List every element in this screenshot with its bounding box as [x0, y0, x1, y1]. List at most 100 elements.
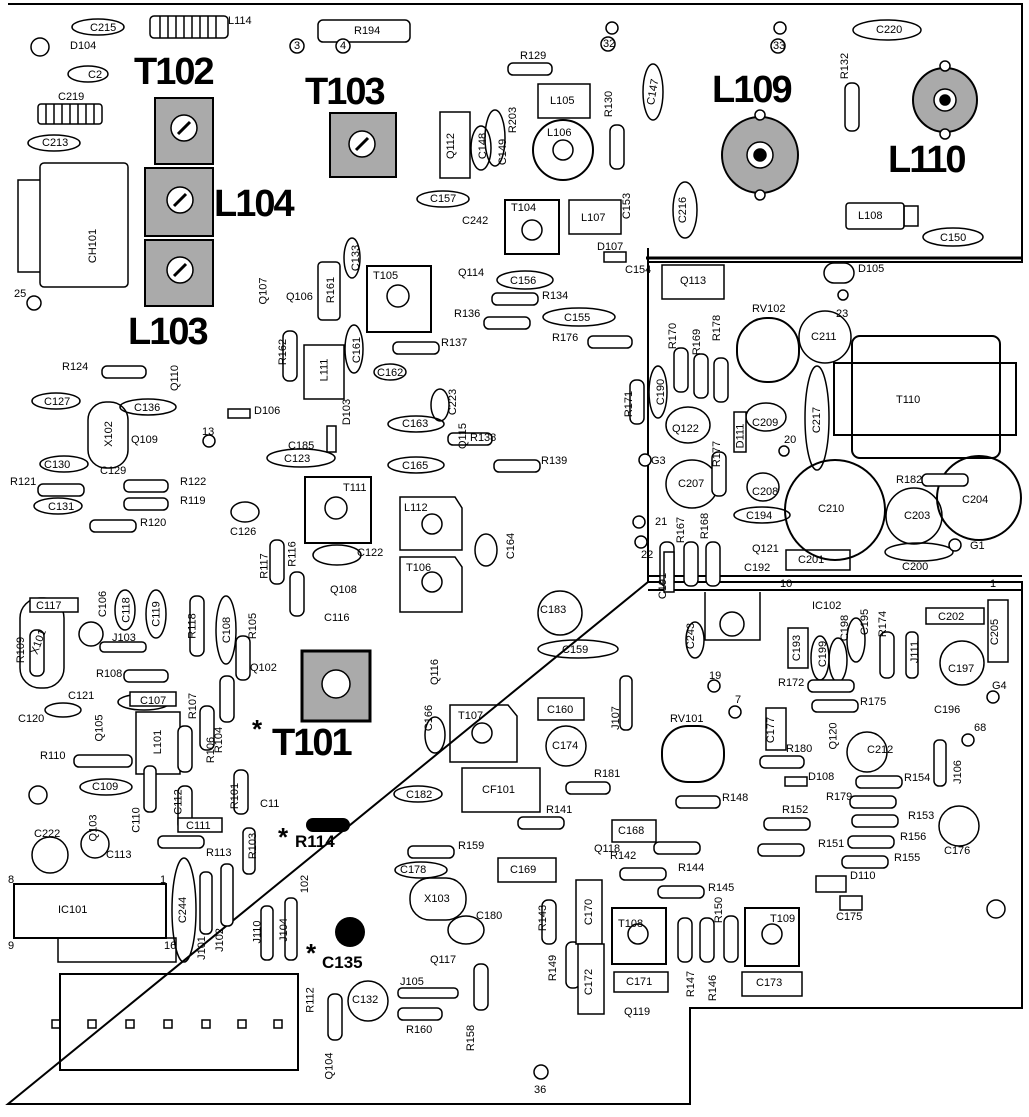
- label-c160: C160: [547, 704, 574, 716]
- tp-33: 33: [773, 40, 786, 52]
- label-d103: D103: [341, 398, 354, 426]
- tp-19: 19: [709, 670, 722, 682]
- label-c223: C223: [447, 388, 460, 416]
- label-j101: J101: [195, 936, 208, 960]
- label-q110: Q110: [169, 364, 182, 392]
- label-rv101: RV101: [670, 713, 704, 725]
- label-l111: L111: [318, 358, 331, 382]
- label-c111: C111: [186, 820, 211, 832]
- label-t104: T104: [511, 202, 537, 214]
- label-d107: D107: [597, 241, 624, 253]
- label-c202: C202: [938, 611, 965, 623]
- label-r181: R181: [594, 768, 621, 780]
- label-r152: R152: [782, 804, 809, 816]
- label-r143: R143: [537, 904, 550, 932]
- label-r178: R178: [711, 314, 724, 342]
- label-r109: R109: [15, 636, 28, 664]
- label-c118: C118: [120, 597, 133, 623]
- label-c178: C178: [400, 864, 427, 876]
- label-r161: R161: [325, 276, 338, 304]
- label-c149: C149: [497, 138, 510, 166]
- label-q108: Q108: [330, 584, 357, 596]
- label-c159: C159: [562, 644, 589, 656]
- label-c116: C116: [324, 612, 350, 624]
- label-r117: R117: [258, 553, 271, 579]
- label-c164: C164: [505, 532, 518, 560]
- label-c242: C242: [462, 215, 489, 227]
- label-r114: R114: [295, 832, 335, 851]
- label-c119: C119: [150, 601, 163, 627]
- label-l114: L114: [228, 15, 252, 27]
- label-x102: X102: [102, 421, 115, 447]
- label-r175: R175: [860, 696, 887, 708]
- tp-22: 22: [641, 549, 654, 561]
- label-c2: C2: [88, 69, 103, 81]
- label-r120: R120: [140, 517, 167, 529]
- label-c11: C11: [260, 798, 280, 810]
- label-q113: Q113: [680, 275, 707, 287]
- label-c208: C208: [752, 486, 779, 498]
- label-r169: R169: [691, 328, 704, 356]
- label-c110: C110: [130, 807, 143, 833]
- label-l110: L110: [888, 139, 967, 181]
- label-r179: R179: [826, 791, 853, 803]
- label-r150: R150: [713, 896, 726, 924]
- label-cf101: CF101: [482, 784, 516, 796]
- label-t107: T107: [458, 710, 484, 722]
- label-r105: R105: [247, 612, 260, 640]
- label-t106: T106: [406, 562, 432, 574]
- label-r182: R182: [896, 474, 923, 486]
- label-c109: C109: [92, 781, 119, 793]
- tp-36: 36: [534, 1084, 547, 1096]
- label-c182: C182: [406, 789, 433, 801]
- label-r116: R116: [286, 541, 299, 567]
- label-q120: Q120: [827, 722, 840, 750]
- label-r122: R122: [180, 476, 207, 488]
- tp-21: 21: [655, 516, 668, 528]
- label-l107: L107: [581, 212, 606, 224]
- label-c132: C132: [352, 994, 379, 1006]
- label-c121: C121: [68, 690, 95, 702]
- tp-g4: G4: [992, 680, 1007, 692]
- label-q107: Q107: [257, 277, 270, 305]
- tp-g1: G1: [970, 540, 985, 552]
- label-q105: Q105: [93, 714, 106, 742]
- label-q102: Q102: [250, 662, 277, 674]
- label-c172: C172: [583, 968, 596, 996]
- label-q115: Q115: [457, 422, 470, 450]
- label-r203: R203: [507, 106, 520, 134]
- label-t105: T105: [373, 270, 399, 282]
- ic101-pin-8: 8: [8, 874, 15, 886]
- label-c191: C191: [657, 572, 670, 600]
- label-c220: C220: [876, 24, 903, 36]
- label-r124: R124: [62, 361, 89, 373]
- tp-7: 7: [735, 694, 742, 706]
- label-d108: D108: [808, 771, 835, 783]
- tp-4: 4: [340, 40, 347, 52]
- tp-32: 32: [603, 38, 616, 50]
- label-r103: R103: [247, 832, 260, 860]
- tp-25: 25: [14, 288, 27, 300]
- label-c136: C136: [134, 402, 161, 414]
- tp-20: 20: [784, 434, 797, 446]
- label-c148: C148: [477, 132, 490, 160]
- label-r174: R174: [877, 610, 890, 638]
- label-c203: C203: [904, 510, 931, 522]
- label-r101: R101: [229, 782, 242, 810]
- label-c166: C166: [423, 704, 436, 732]
- label-r118: R118: [186, 613, 199, 639]
- label-c180: C180: [476, 910, 503, 922]
- label-l101: L101: [152, 729, 165, 755]
- label-q114: Q114: [458, 267, 485, 279]
- label-l112: L112: [404, 502, 428, 514]
- label-r121: R121: [10, 476, 37, 488]
- label-c204: C204: [962, 494, 989, 506]
- label-c161: C161: [351, 336, 364, 364]
- label-c209: C209: [752, 417, 779, 429]
- label-j103: J103: [112, 632, 136, 644]
- label-c211: C211: [811, 331, 837, 343]
- label-ch101: CH101: [87, 228, 100, 264]
- label-c215: C215: [90, 22, 117, 34]
- label-rv102: RV102: [752, 303, 786, 315]
